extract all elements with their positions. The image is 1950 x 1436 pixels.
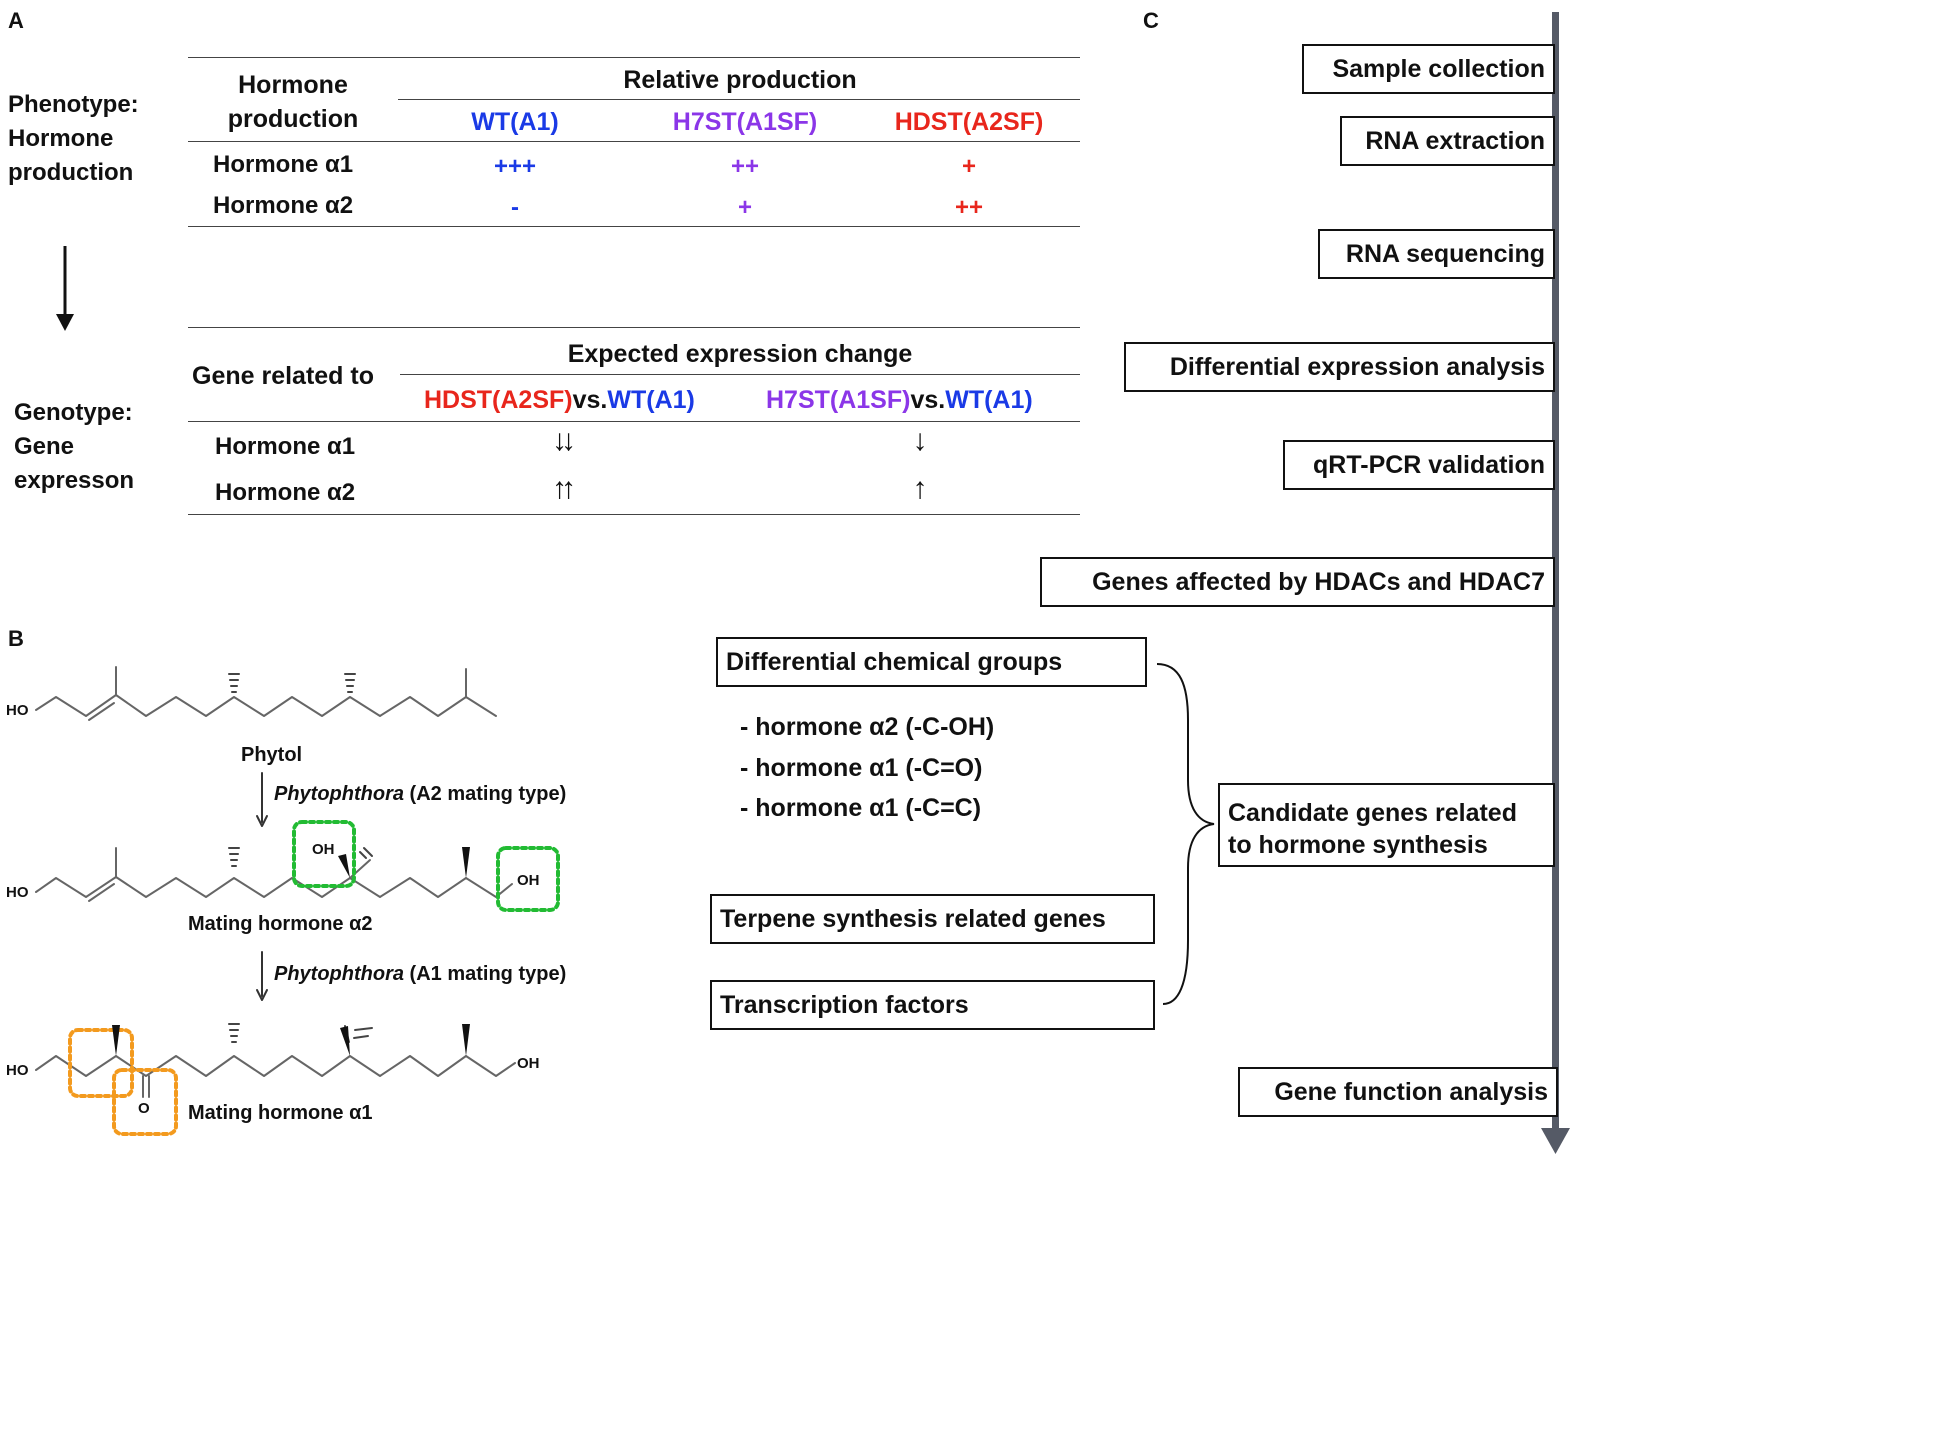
a2-oh-label-1: OH xyxy=(312,841,335,858)
phytol-name: Phytol xyxy=(241,744,303,766)
genotype-line-1: Genotype: xyxy=(14,399,133,426)
step-a2-genus: Phytophthora xyxy=(274,783,404,805)
chemical-group-item-3: - hormone α1 (-C=C) xyxy=(740,794,982,822)
table2-comparison-2: H7ST(A1SF)vs.WT(A1) xyxy=(766,386,1033,415)
transcription-factors-box: Transcription factors xyxy=(710,980,1155,1030)
table1-bottom-rule xyxy=(188,226,1080,227)
chemical-structures xyxy=(35,666,560,1136)
flow-genes-affected: Genes affected by HDACs and HDAC7 xyxy=(1040,557,1555,607)
table1-row1-hdst: + xyxy=(961,153,976,180)
chemical-group-item-2: - hormone α1 (-C=O) xyxy=(740,754,983,782)
table1-row1-wt: +++ xyxy=(493,153,537,180)
flow-qrt-pcr-validation: qRT-PCR validation xyxy=(1283,440,1555,490)
table2-row2-label: Hormone α2 xyxy=(215,479,356,506)
table1-row-header-line-1: Hormone xyxy=(238,71,348,99)
workflow-timeline xyxy=(1156,12,1570,1154)
genotype-line-2: Gene xyxy=(14,433,75,460)
panel-a-letter: A xyxy=(8,8,24,33)
genotype-label: Genotype: Gene expresson xyxy=(14,396,134,498)
step-a1-text: (A1 mating type) xyxy=(404,963,567,985)
flow-rna-extraction: RNA extraction xyxy=(1340,116,1555,166)
table1-col-hdst: HDST(A2SF) xyxy=(894,108,1044,136)
table2-row1-hdst-vs-wt: ↓↓ xyxy=(552,424,576,457)
flow-rna-sequencing: RNA sequencing xyxy=(1318,229,1555,279)
table1-row-header: Hormone production xyxy=(188,68,398,136)
table1-top-rule xyxy=(188,57,1080,58)
table2-group-header: Expected expression change xyxy=(567,340,913,368)
candidate-genes-line-1: Candidate genes related xyxy=(1228,799,1517,827)
phenotype-to-genotype-arrow xyxy=(56,246,74,331)
comparison-1-hdst: HDST(A2SF) xyxy=(424,386,573,414)
table1-header-rule xyxy=(188,141,1080,142)
comparison-2-h7st: H7ST(A1SF) xyxy=(766,386,911,414)
table1-row1-label: Hormone α1 xyxy=(213,151,354,178)
step-a1-mating: Phytophthora (A1 mating type) xyxy=(274,963,566,986)
phenotype-label: Phenotype: Hormone production xyxy=(8,88,139,190)
table1-row2-label: Hormone α2 xyxy=(213,192,354,219)
panel-b-letter: B xyxy=(8,626,24,651)
flow-sample-collection: Sample collection xyxy=(1302,44,1555,94)
carbonyl-highlight xyxy=(112,1068,178,1136)
table1-col-h7st: H7ST(A1SF) xyxy=(672,108,818,136)
table1-row-header-line-2: production xyxy=(227,105,359,133)
hydroxyl-highlight-1 xyxy=(292,820,356,888)
flow-differential-expression: Differential expression analysis xyxy=(1124,342,1555,392)
table2-row1-label: Hormone α1 xyxy=(215,433,356,460)
chemical-group-item-1: - hormone α2 (-C-OH) xyxy=(740,713,995,741)
table2-row2-h7st-vs-wt: ↑ xyxy=(912,472,928,505)
comparison-1-vs: vs. xyxy=(572,386,608,414)
table1-group-rule xyxy=(398,99,1080,100)
a2-ho-label: HO xyxy=(6,884,29,901)
table2-top-rule xyxy=(188,327,1080,328)
step-a2-text: (A2 mating type) xyxy=(404,783,567,805)
comparison-2-wt: WT(A1) xyxy=(945,386,1033,414)
table1-row2-wt: - xyxy=(511,194,519,221)
phytol-structure xyxy=(35,666,497,721)
candidate-genes-line-2: to hormone synthesis xyxy=(1228,831,1488,859)
genotype-line-3: expresson xyxy=(14,467,135,494)
a1-carbonyl-o-label: O xyxy=(138,1100,150,1117)
candidate-genes-box: Candidate genes related to hormone synth… xyxy=(1218,783,1555,867)
step-a2-mating: Phytophthora (A2 mating type) xyxy=(274,783,566,806)
table2-row-header: Gene related to xyxy=(192,362,374,390)
table2-group-rule xyxy=(400,374,1080,375)
hydroxyl-highlight-2 xyxy=(496,846,560,912)
comparison-2-vs: vs. xyxy=(910,386,946,414)
table2-row2-hdst-vs-wt: ↑↑ xyxy=(552,472,576,505)
table2-row1-h7st-vs-wt: ↓ xyxy=(912,424,928,457)
flow-gene-function-analysis: Gene function analysis xyxy=(1238,1067,1558,1117)
terpene-synthesis-box: Terpene synthesis related genes xyxy=(710,894,1155,944)
panel-c-letter: C xyxy=(1143,8,1159,33)
table2-bottom-rule xyxy=(188,514,1080,515)
a1-oh-label: OH xyxy=(517,1055,540,1072)
hormone-a1-name: Mating hormone α1 xyxy=(188,1102,373,1124)
phytol-ho-label: HO xyxy=(6,702,29,719)
phenotype-line-3: production xyxy=(8,159,134,186)
table1-col-wt: WT(A1) xyxy=(471,108,559,136)
alkene-highlight xyxy=(68,1028,134,1098)
table2-comparison-1: HDST(A2SF)vs.WT(A1) xyxy=(424,386,695,415)
step-a1-genus: Phytophthora xyxy=(274,963,404,985)
hormone-a1-structure xyxy=(35,1055,516,1098)
comparison-1-wt: WT(A1) xyxy=(607,386,695,414)
hormone-a2-name: Mating hormone α2 xyxy=(188,913,373,935)
differential-chemical-groups-box: Differential chemical groups xyxy=(716,637,1147,687)
table1-row1-h7st: ++ xyxy=(730,153,760,180)
a1-ho-label: HO xyxy=(6,1062,29,1079)
table1-row2-h7st: + xyxy=(737,194,752,221)
a2-oh-label-2: OH xyxy=(517,872,540,889)
phenotype-line-2: Hormone xyxy=(8,125,114,152)
table2-header-rule xyxy=(188,421,1080,422)
table1-row2-hdst: ++ xyxy=(954,194,984,221)
table1-group-header: Relative production xyxy=(623,66,857,94)
phenotype-line-1: Phenotype: xyxy=(8,91,139,118)
